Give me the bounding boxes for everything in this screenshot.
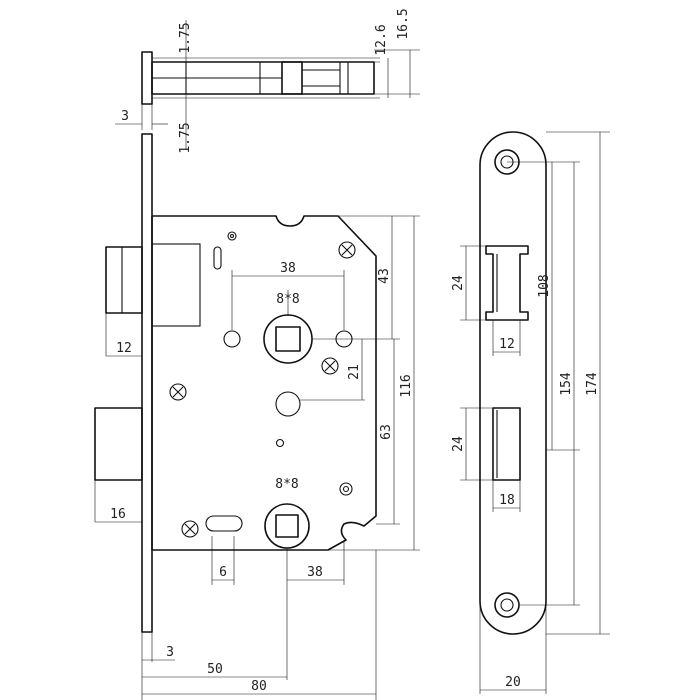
- dead-bolt: [94, 407, 143, 481]
- dim-label: 24: [451, 436, 466, 452]
- strike-bolt-hole: [492, 407, 521, 481]
- bottom-slot: [205, 515, 243, 532]
- lock-case: [151, 215, 377, 551]
- dim-label: 154: [559, 372, 574, 396]
- main-view: 12 38 8*8 43 21 116 63 16 8*8 6 38 3 50 …: [94, 133, 420, 700]
- dim-label: 43: [377, 268, 392, 284]
- dim-label: 1.75: [178, 122, 193, 153]
- phillips-screw-icon: [181, 520, 199, 538]
- dim-label: 16: [110, 507, 126, 522]
- dim-label: 63: [379, 424, 394, 440]
- dot-hole: [275, 438, 285, 448]
- strike-screw-hole: [500, 598, 514, 612]
- phillips-screw-icon: [321, 357, 339, 375]
- dim-label: 24: [451, 275, 466, 291]
- strike-plate: [479, 131, 547, 635]
- spindle-square: [275, 326, 301, 352]
- screw-hole: [229, 233, 235, 239]
- phillips-screw-icon: [338, 241, 356, 259]
- dim-label: 21: [347, 364, 362, 380]
- mount-hole: [223, 330, 241, 348]
- latch-bolt: [105, 246, 143, 314]
- faceplate: [141, 133, 153, 633]
- dim-label: 38: [280, 261, 296, 276]
- dim-label: 16.5: [396, 8, 411, 39]
- key-square: [275, 514, 299, 538]
- dim-label: 38: [307, 565, 323, 580]
- top-slot: [213, 246, 222, 270]
- latch-housing: [151, 243, 201, 327]
- dim-label: 1.75: [178, 22, 193, 53]
- dim-label: 174: [585, 372, 600, 396]
- screw-hole: [339, 482, 353, 496]
- top-bolt-block: [281, 61, 303, 95]
- dim-label: 12: [499, 337, 515, 352]
- dim-label: 8*8: [276, 292, 299, 307]
- dim-label: 3: [121, 109, 129, 124]
- dim-label: 80: [251, 679, 267, 694]
- strike-screw-hole: [494, 592, 520, 618]
- dim-label: 12: [116, 341, 132, 356]
- dim-label: 6: [219, 565, 227, 580]
- dim-label: 12.6: [374, 24, 389, 55]
- strike-latch-hole: [485, 245, 529, 321]
- top-flange: [141, 51, 153, 105]
- dim-label: 20: [505, 675, 521, 690]
- key-hub: [264, 503, 310, 549]
- strike-plate-view: 24 12 108 24 18 154 174 20: [451, 131, 610, 694]
- dim-label: 116: [399, 374, 414, 397]
- dim-label: 3: [166, 645, 174, 660]
- spindle-hub: [263, 314, 313, 364]
- dim-label: 108: [537, 274, 552, 297]
- dim-label: 50: [207, 662, 223, 677]
- screw-hole: [342, 485, 350, 493]
- mount-hole: [275, 391, 301, 417]
- top-view: 1.75 1.75 3 12.6 16.5: [115, 8, 420, 154]
- screw-hole: [227, 231, 237, 241]
- phillips-screw-icon: [169, 383, 187, 401]
- dim-label: 18: [499, 493, 515, 508]
- dim-label: 8*8: [275, 477, 298, 492]
